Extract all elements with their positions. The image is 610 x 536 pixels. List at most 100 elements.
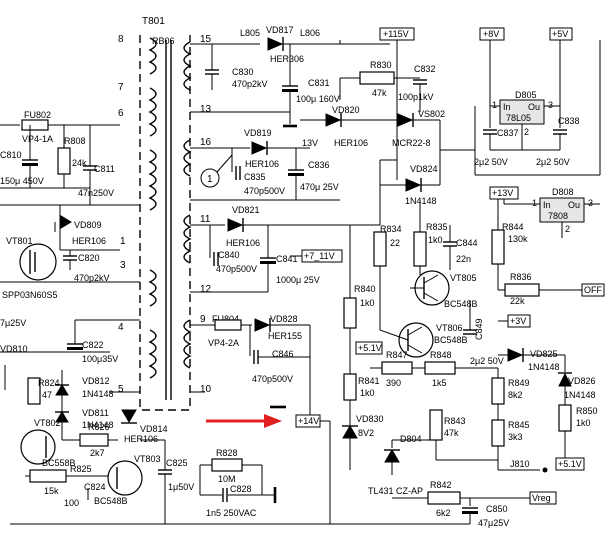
r826-value: 2k7 [90, 448, 105, 458]
vt806-type: BC548B [434, 335, 468, 345]
rail-5-1v-b [555, 457, 585, 471]
14v-section: FU804 VP4-2A VD828 HER155 C846 470p500V … [190, 314, 331, 524]
vreg-signal [529, 491, 557, 505]
d805-pin2: 2 [524, 127, 529, 137]
ic-d808-7808 [539, 197, 585, 223]
vd811-type: 1N4148 [82, 420, 114, 430]
r826-resistor [79, 433, 109, 447]
vd828-label: VD828 [270, 314, 298, 324]
c810-label: C810 [0, 150, 22, 160]
left-cut-value: 7μ25V [0, 318, 26, 328]
fu804-type: VP4-2A [208, 338, 239, 348]
7-11v-section: VD821 HER106 C840 470p500V C841 1000μ 25… [190, 205, 380, 293]
r826-label: R826 [88, 422, 110, 432]
r830-resistor [359, 71, 395, 85]
rail-3v-label: +3V [510, 316, 526, 326]
r830-label: R830 [370, 60, 392, 70]
r836-value: 22k [510, 296, 525, 306]
vd826-type: 1N4148 [564, 390, 596, 400]
control-section: R834 22 R835 1k0 C844 22n R844 130k VT80… [10, 199, 605, 528]
t801-core-label: RB06 [152, 36, 175, 46]
vd830-zener [342, 425, 358, 439]
vs802-scr [397, 113, 414, 127]
r842-resistor [427, 491, 461, 505]
d808-label: D808 [552, 187, 574, 197]
vd826-label: VD826 [568, 376, 596, 386]
c831-value: 100μ 160V [296, 94, 340, 104]
pin-4: 4 [118, 322, 124, 333]
r849-value: 8k2 [508, 390, 523, 400]
r850-label: R850 [576, 406, 598, 416]
r847-value: 390 [386, 378, 401, 388]
rail-5-1v-a-label: +5.1V [358, 343, 382, 353]
vd824-label: VD824 [410, 164, 438, 174]
r840-label: R840 [354, 284, 376, 294]
rail-115v-label: +115V [383, 29, 409, 39]
vd824-diode [405, 178, 422, 192]
r844-resistor [491, 229, 505, 265]
c840-label: C840 [218, 250, 240, 260]
c849-value: 2μ2 50V [470, 356, 504, 366]
d808-pin3: 3 [588, 198, 593, 208]
c825-value: 1μ50V [168, 482, 194, 492]
vreg-signal-label: Vreg [532, 493, 551, 503]
r850-resistor [558, 404, 572, 432]
r843-label: R843 [444, 416, 466, 426]
r830-value: 47k [372, 88, 387, 98]
r825-value: 15k [44, 486, 59, 496]
r808-value: 24k [72, 158, 87, 168]
r834-label: R834 [380, 224, 402, 234]
rail-5v [549, 27, 573, 41]
vd809-label: VD809 [74, 220, 102, 230]
r828-resistor [211, 458, 243, 472]
c849-label: C849 [474, 318, 484, 340]
d804-label: D804 [400, 434, 422, 444]
c837-label: C837 [497, 128, 519, 138]
d808-pin2: 2 [565, 224, 570, 234]
vd828-diode [254, 318, 271, 332]
r824-value: 47 [42, 390, 52, 400]
r824-label: R824 [38, 378, 60, 388]
r848-value: 1k5 [432, 378, 447, 388]
r843-value: 47k [444, 428, 459, 438]
r847-resistor [381, 361, 413, 375]
vd819-diode [251, 141, 268, 155]
vd828-type: HER155 [268, 331, 302, 341]
vd825-diode [507, 348, 524, 362]
vd812-type: 1N4148 [82, 389, 114, 399]
c824-label: C824 [84, 482, 106, 492]
pin-16: 16 [200, 137, 212, 148]
l805-label: L805 [240, 28, 260, 38]
vd819-type: HER106 [245, 159, 279, 169]
r849-resistor [491, 377, 505, 405]
c838-value: 2μ2 50V [536, 157, 570, 167]
c820-value: 470p2kV [74, 273, 110, 283]
c841-label: C841 [276, 254, 298, 264]
c830-label: C830 [232, 67, 254, 77]
c825-label: C825 [166, 458, 188, 468]
c844-label: C844 [456, 238, 478, 248]
c838-label: C838 [558, 116, 580, 126]
r847-label: R847 [386, 350, 408, 360]
c822-value: 100μ35V [82, 354, 118, 364]
vd821-diode [227, 218, 244, 232]
r825-label: R825 [70, 464, 92, 474]
pin-11: 11 [200, 214, 211, 225]
vt803-transistor [107, 460, 143, 496]
r824-resistor [27, 377, 41, 405]
rail-5-1v-b-label: +5.1V [558, 459, 582, 469]
d805-type: 78L05 [506, 113, 531, 123]
vd820-label: VD820 [332, 105, 360, 115]
vd819-label: VD819 [244, 128, 272, 138]
vt806-label: VT806 [436, 323, 463, 333]
c840-value: 470p500V [216, 264, 257, 274]
c832-label: C832 [414, 64, 436, 74]
d808-in: In [543, 200, 551, 210]
vd812-label: VD812 [82, 376, 110, 386]
vt802-type: BC558B [42, 458, 76, 468]
reference-marker-1-label: 1 [207, 174, 213, 185]
ic-d805-78l05 [499, 99, 545, 125]
r841-value: 1k0 [360, 388, 375, 398]
fu802-type: VP4-1A [22, 134, 53, 144]
vd825-type: 1N4148 [528, 362, 560, 372]
